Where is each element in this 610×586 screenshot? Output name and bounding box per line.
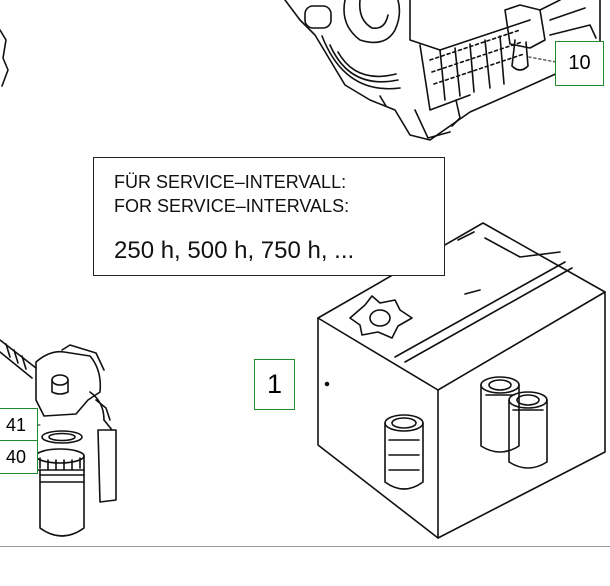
- left-edge-fragment: [0, 29, 9, 87]
- callout-40[interactable]: 40: [0, 440, 38, 474]
- service-interval-note: FÜR SERVICE–INTERVALL: FOR SERVICE–INTER…: [93, 157, 445, 276]
- callout-41[interactable]: 41: [0, 408, 38, 442]
- callout-10[interactable]: 10: [555, 41, 604, 86]
- note-intervals: 250 h, 500 h, 750 h, ...: [114, 237, 355, 264]
- engine-block-drawing: [284, 0, 601, 141]
- bottom-divider: [0, 546, 610, 547]
- leader-dot: [324, 381, 330, 387]
- parts-kit-box-drawing: [317, 222, 606, 539]
- callout-1[interactable]: 1: [254, 359, 295, 410]
- note-line-english: FOR SERVICE–INTERVALS:: [114, 196, 350, 216]
- note-line-german: FÜR SERVICE–INTERVALL:: [114, 172, 347, 192]
